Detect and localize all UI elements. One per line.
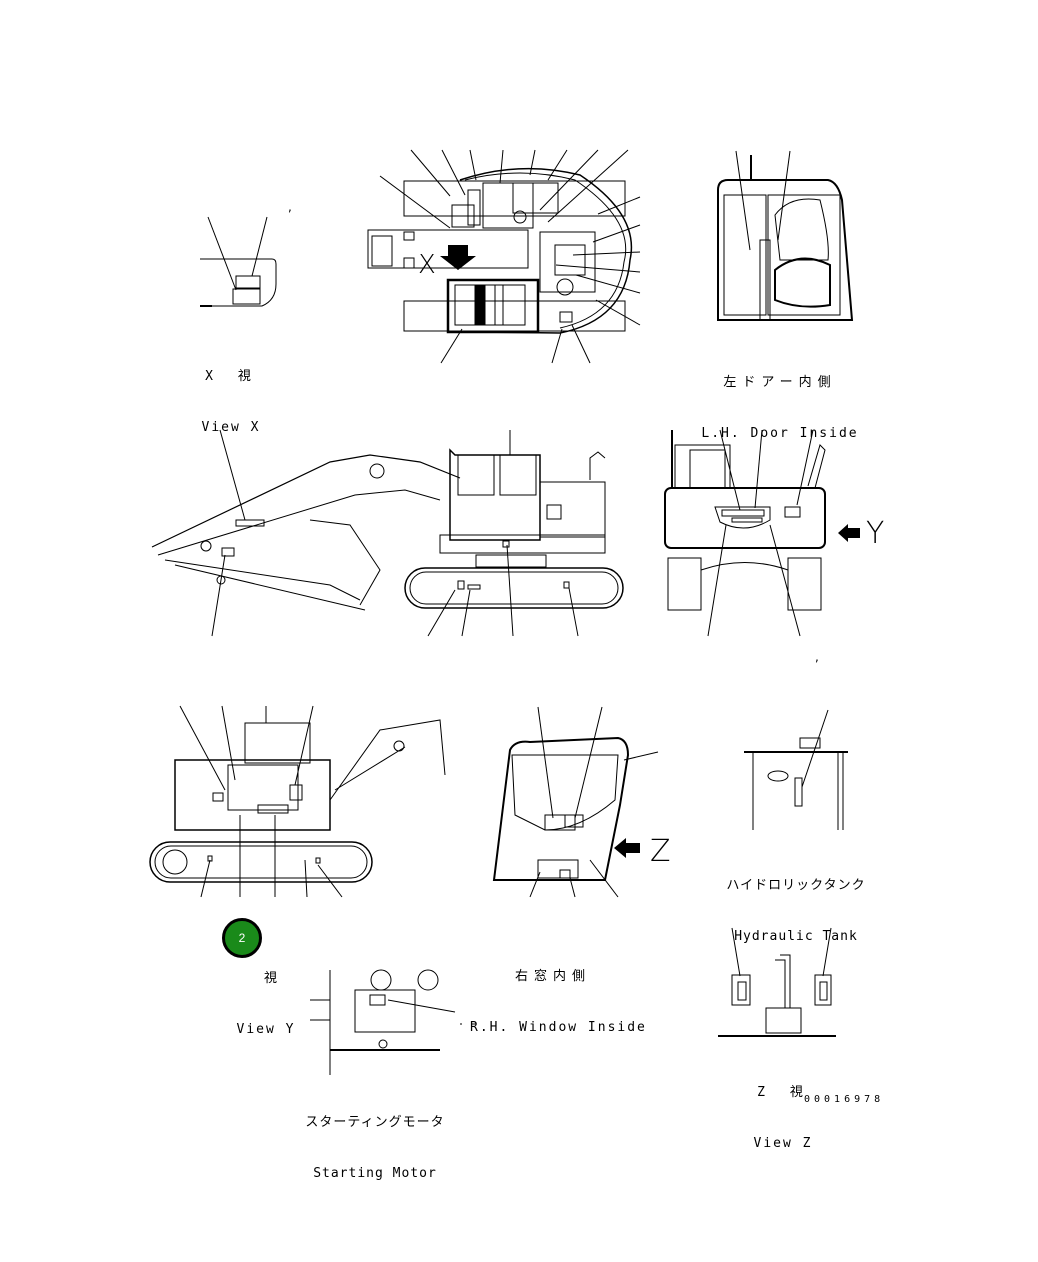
hydraulic-tank-caption: ハイドロリックタンク Hydraulic Tank xyxy=(726,843,866,962)
view-y-caption-jp: 視 xyxy=(264,971,284,986)
starting-motor-drawing xyxy=(310,969,476,1075)
view-y-caption: 視 View Y xyxy=(236,936,296,1055)
view-x-caption: X 視 View X xyxy=(196,334,266,453)
top-view-drawing xyxy=(367,149,641,364)
starting-motor-caption-jp: スターティングモータ xyxy=(305,1115,445,1130)
rh-window-caption-jp: 右窓内側 xyxy=(514,969,591,984)
view-z-caption-en: View Z xyxy=(753,1136,813,1151)
lh-door-caption-jp: 左ドアー内側 xyxy=(723,375,837,390)
view-y-caption-en: View Y xyxy=(236,1022,296,1037)
view-x-caption-jp: X 視 xyxy=(205,369,257,384)
view-y-drawing xyxy=(149,705,446,898)
view-x-caption-en: View X xyxy=(201,420,261,435)
rh-window-caption-en: R.H. Window Inside xyxy=(470,1020,647,1035)
rh-window-drawing xyxy=(492,706,659,898)
lh-door-caption: 左ドアー内側 L.H. Door Inside xyxy=(700,340,860,459)
stray-mark-2: , xyxy=(815,650,819,664)
hydraulic-tank-caption-en: Hydraulic Tank xyxy=(734,929,858,944)
stray-mark: , xyxy=(288,200,292,214)
rear-view-drawing xyxy=(664,429,860,637)
arrow-label-y: Y xyxy=(866,516,885,551)
view-z-caption-jp: Z 視 xyxy=(757,1085,809,1100)
lh-door-drawing xyxy=(717,150,854,321)
step-badge-number: 2 xyxy=(238,931,246,945)
rh-window-caption: 右窓内側 R.H. Window Inside xyxy=(470,934,647,1053)
side-view-drawing xyxy=(151,429,624,637)
step-badge[interactable]: 2 xyxy=(222,918,262,958)
view-z-drawing xyxy=(718,927,836,1037)
view-z-caption: Z 視 View Z xyxy=(748,1050,818,1169)
hydraulic-tank-drawing xyxy=(744,709,848,830)
lh-door-caption-en: L.H. Door Inside xyxy=(701,426,859,441)
starting-motor-caption: スターティングモータ Starting Motor xyxy=(305,1080,445,1199)
hydraulic-tank-caption-jp: ハイドロリックタンク xyxy=(726,878,866,893)
arrow-label-z: Z xyxy=(650,834,671,869)
arrow-label-x: X xyxy=(418,250,436,280)
document-number: 00016978 xyxy=(804,1094,885,1105)
starting-motor-caption-en: Starting Motor xyxy=(313,1166,437,1181)
view-x-drawing xyxy=(200,216,277,307)
